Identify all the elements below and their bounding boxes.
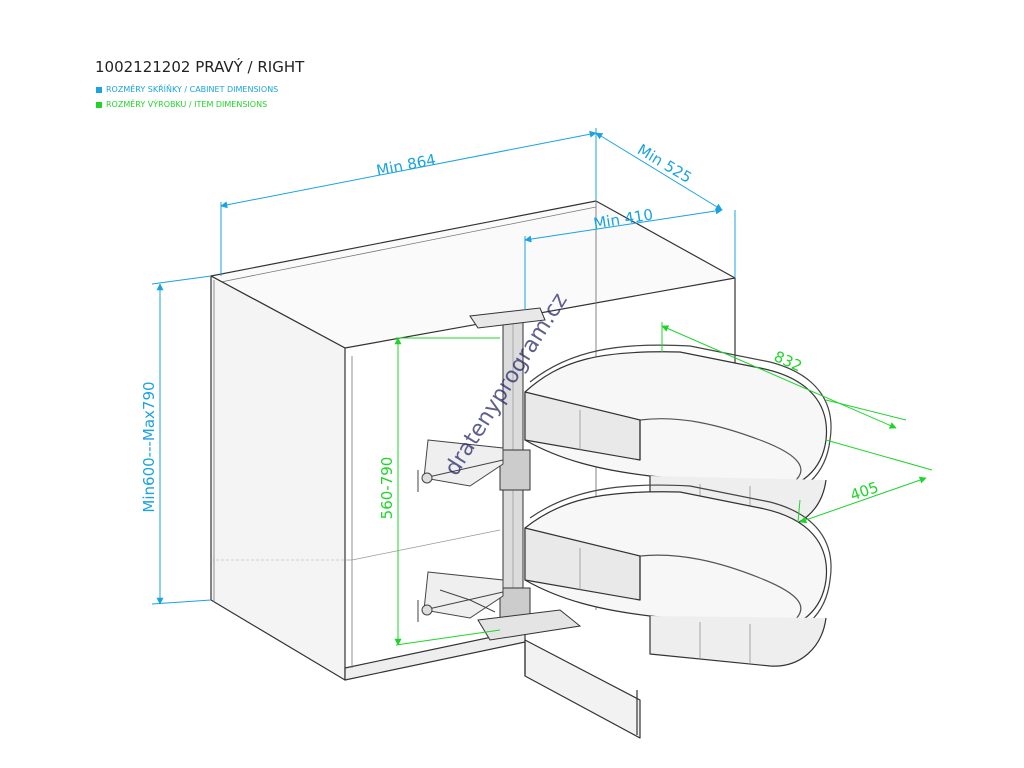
label-405: 405 — [848, 478, 881, 504]
label-height-range: Min600---Max790 — [140, 381, 158, 512]
swing-arm-upper — [417, 439, 504, 492]
legend-cabinet-label: ROZMĚRY SKŘÍŇKY / CABINET DIMENSIONS — [106, 85, 279, 94]
diagram-title: 1002121202 PRAVÝ / RIGHT — [95, 58, 305, 76]
legend-cabinet: ROZMĚRY SKŘÍŇKY / CABINET DIMENSIONS — [96, 85, 278, 94]
legend-item-label: ROZMĚRY VÝROBKU / ITEM DIMENSIONS — [106, 100, 268, 109]
label-560-790: 560-790 — [378, 457, 396, 520]
legend-item: ROZMĚRY VÝROBKU / ITEM DIMENSIONS — [96, 100, 267, 109]
legend-cabinet-swatch — [96, 86, 102, 93]
item-dimensions — [394, 322, 933, 646]
shelf-lower — [524, 484, 832, 667]
swing-arm-lower — [417, 571, 504, 622]
label-min-525: Min 525 — [634, 141, 695, 187]
pivot-post — [469, 307, 582, 641]
legend-item-swatch — [96, 101, 102, 108]
label-832: 832 — [771, 347, 804, 375]
cabinet-dimensions — [151, 128, 736, 605]
label-min-864: Min 864 — [375, 151, 437, 180]
